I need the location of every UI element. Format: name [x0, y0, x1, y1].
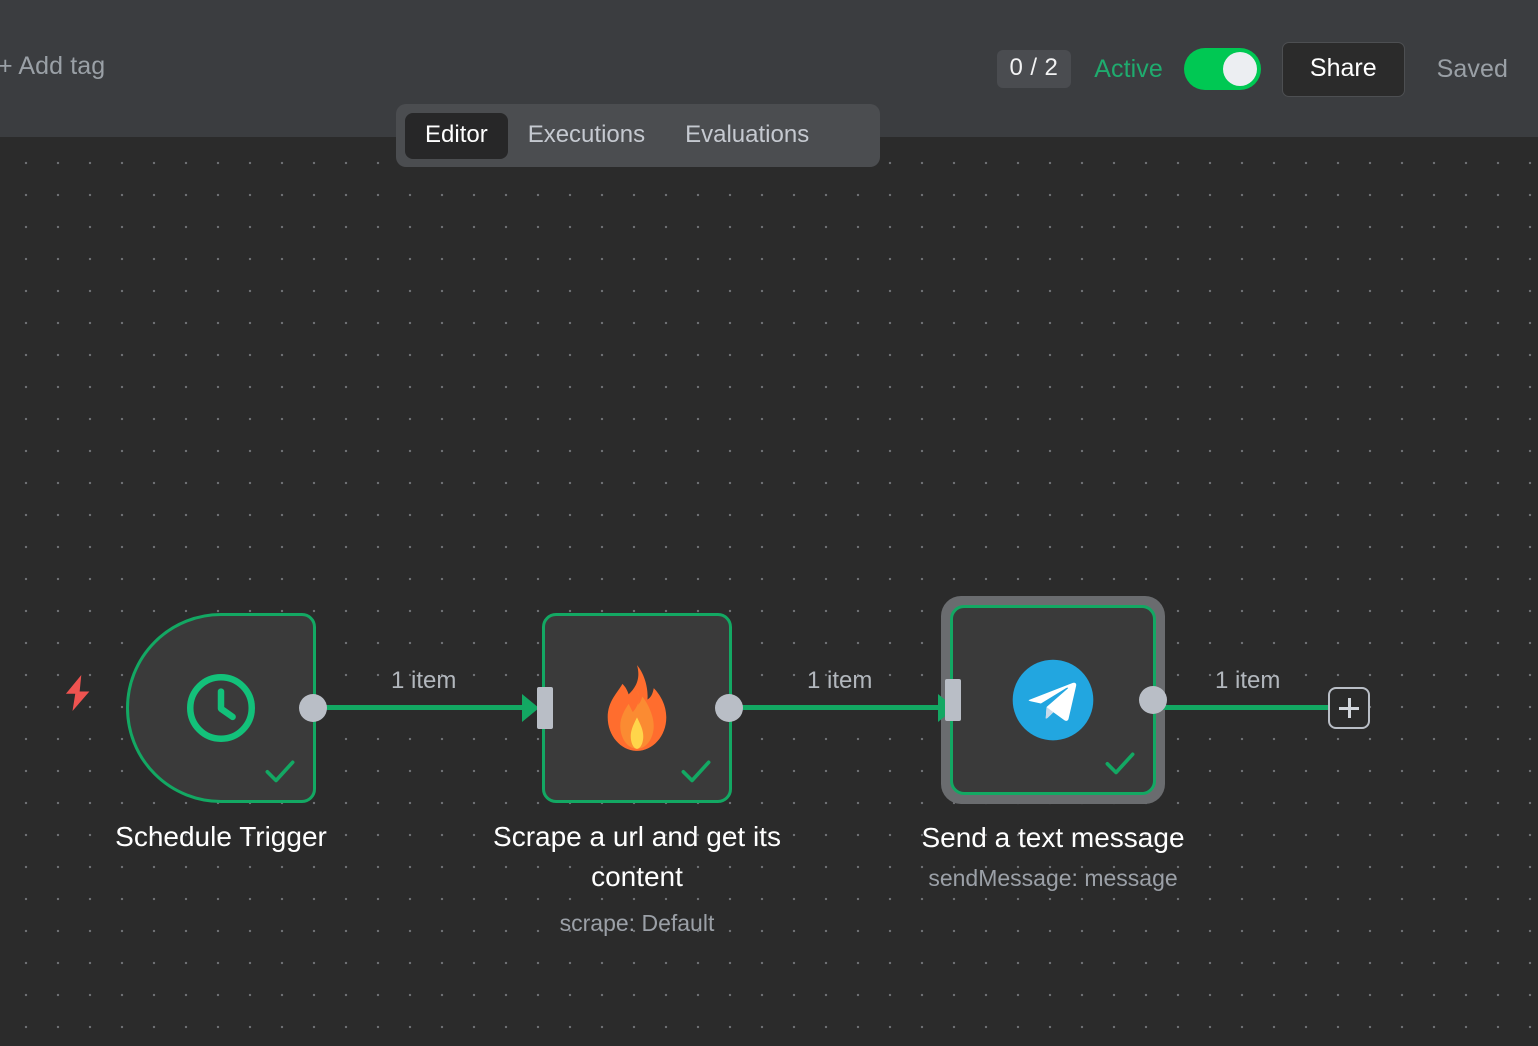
- add-node-button[interactable]: [1328, 687, 1370, 729]
- node-telegram-send[interactable]: Send a text message sendMessage: message: [921, 596, 1185, 891]
- node-body[interactable]: [126, 613, 327, 803]
- flame-icon: [594, 665, 680, 751]
- node-title: Scrape a url and get its content: [493, 821, 781, 892]
- node-title: Schedule Trigger: [115, 821, 327, 852]
- node-output-endpoint[interactable]: [299, 694, 327, 722]
- active-status-label: Active: [1094, 54, 1163, 83]
- connection-line[interactable]: [731, 705, 946, 710]
- workflow-canvas[interactable]: 1 item 1 item 1 item: [0, 137, 1538, 1046]
- node-input-endpoint[interactable]: [537, 687, 553, 729]
- node-selection-ring[interactable]: [941, 596, 1167, 804]
- node-subtitle: sendMessage: message: [928, 865, 1178, 891]
- view-tabs: Editor Executions Evaluations: [396, 104, 880, 167]
- node-output-endpoint[interactable]: [715, 694, 743, 722]
- toggle-knob: [1222, 52, 1257, 86]
- node-firecrawl-scrape[interactable]: Scrape a url and get its content scrape:…: [493, 613, 781, 936]
- node-body[interactable]: [945, 605, 1167, 795]
- connection-label: 1 item: [391, 667, 457, 694]
- tab-executions[interactable]: Executions: [527, 120, 646, 148]
- active-toggle[interactable]: [1183, 48, 1261, 90]
- clock-icon: [178, 665, 264, 751]
- connection-arrow-icon: [522, 694, 539, 722]
- connection-label: 1 item: [1215, 667, 1281, 694]
- node-schedule-trigger[interactable]: Schedule Trigger: [115, 613, 327, 852]
- node-success-check-icon: [677, 752, 715, 790]
- saved-status-label: Saved: [1436, 54, 1508, 83]
- node-title: Send a text message: [921, 822, 1185, 853]
- telegram-icon: [1010, 657, 1096, 743]
- tab-evaluations[interactable]: Evaluations: [685, 120, 810, 148]
- add-tag-button[interactable]: + Add tag: [0, 52, 106, 80]
- tab-editor[interactable]: Editor: [405, 112, 508, 159]
- node-subtitle: scrape: Default: [559, 910, 715, 936]
- node-success-check-icon: [261, 752, 299, 790]
- connection-line[interactable]: [315, 705, 530, 710]
- node-input-endpoint[interactable]: [945, 679, 961, 721]
- lightning-bolt-icon: [56, 671, 100, 715]
- header-actions: 0 / 2 Active Share Saved: [996, 41, 1509, 97]
- execution-count-badge[interactable]: 0 / 2: [996, 50, 1072, 88]
- node-success-check-icon: [1101, 744, 1139, 782]
- node-body[interactable]: [537, 613, 743, 803]
- share-button[interactable]: Share: [1281, 41, 1405, 97]
- node-output-endpoint[interactable]: [1139, 686, 1167, 714]
- connection-line[interactable]: [1147, 705, 1332, 710]
- connection-label: 1 item: [807, 667, 873, 694]
